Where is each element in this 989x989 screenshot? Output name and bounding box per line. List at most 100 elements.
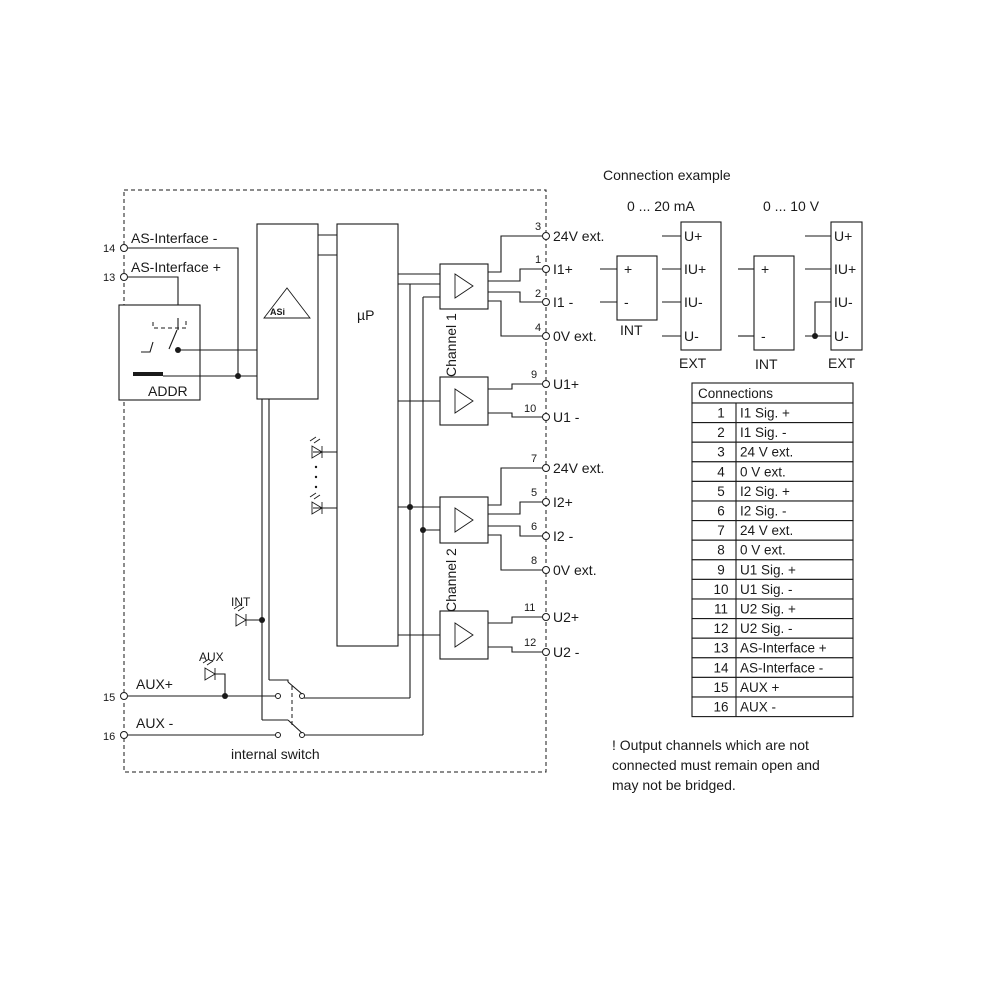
terminal-2-number: 2 [535, 288, 541, 300]
terminal-12 [542, 648, 550, 656]
terminal-2 [542, 298, 550, 306]
output-terminals: 3 24V ext. 1 I1+ 2 I1 - 4 0V ext. 9 U1+ … [488, 221, 604, 660]
amplifier-block [439, 263, 489, 310]
aux-plus-label: AUX+ [136, 676, 173, 692]
note-line: connected must remain open and [612, 757, 820, 773]
connections-table-pin: 13 [713, 641, 728, 656]
connections-table-pin: 15 [713, 680, 728, 695]
terminal-12-number: 12 [524, 637, 536, 649]
int-box [753, 255, 795, 351]
terminal-2-label: I1 - [553, 294, 574, 310]
terminal-4-number: 4 [535, 322, 541, 334]
terminal-5-label: I2+ [553, 494, 573, 510]
ext-pin-label: U+ [684, 228, 702, 244]
terminal-11-number: 11 [524, 602, 535, 614]
connections-table-function: I2 Sig. - [740, 504, 787, 519]
microprocessor-label: µP [357, 307, 374, 323]
microprocessor-block: µP [309, 223, 399, 647]
led-icon [309, 436, 323, 459]
terminal-7-number: 7 [531, 453, 537, 465]
amplifier-block [439, 496, 489, 544]
connection-example: Connection example 0 ... 20 mA 0 ... 10 … [600, 167, 863, 372]
terminal-6 [542, 532, 550, 540]
connections-table-function: 0 V ext. [740, 543, 786, 558]
connections-table-pin: 2 [717, 425, 725, 440]
ext-pin-label: U+ [834, 228, 852, 244]
terminal-8-number: 8 [531, 555, 537, 567]
int-led-label: INT [231, 595, 251, 609]
int-plus-label: + [761, 261, 769, 277]
terminal-9 [542, 380, 550, 388]
connection-example-title: Connection example [603, 167, 731, 183]
terminal-4-label: 0V ext. [553, 328, 597, 344]
terminal-6-label: I2 - [553, 528, 574, 544]
terminal-3 [542, 232, 550, 240]
int-label: INT [620, 322, 643, 338]
terminal-3-label: 24V ext. [553, 228, 604, 244]
terminal-16-number: 16 [103, 731, 115, 743]
int-label: INT [755, 356, 778, 372]
channel-amplifiers: Channel 1 Channel 2 [398, 263, 489, 735]
internal-switch-icon [262, 679, 305, 738]
terminal-7-label: 24V ext. [553, 460, 604, 476]
terminal-10-number: 10 [524, 403, 536, 415]
terminal-10 [542, 413, 550, 421]
connections-table-pin: 6 [717, 504, 725, 519]
connections-table-pin: 11 [714, 602, 728, 617]
connections-table-function: AUX + [740, 680, 780, 695]
int-box [616, 255, 658, 321]
channel-1-label: Channel 1 [443, 313, 459, 377]
terminal-4 [542, 332, 550, 340]
connections-table-pin: 16 [713, 700, 728, 715]
terminal-8 [542, 566, 550, 574]
connections-table-pin: 4 [717, 464, 725, 479]
svg-text:ASi: ASi [270, 307, 285, 317]
range-voltage-label: 0 ... 10 V [763, 198, 820, 214]
connections-table-row [691, 696, 854, 718]
range-current-label: 0 ... 20 mA [627, 198, 695, 214]
terminal-15 [120, 692, 128, 700]
ext-pin-label: IU- [684, 294, 703, 310]
terminal-5-number: 5 [531, 487, 537, 499]
connections-table-function: U1 Sig. + [740, 562, 796, 577]
ext-label: EXT [828, 355, 856, 371]
connections-table-function: U2 Sig. + [740, 602, 796, 617]
as-interface-minus-label: AS-Interface - [131, 230, 218, 246]
note: ! Output channels which are not connecte… [612, 737, 820, 793]
note-line: may not be bridged. [612, 777, 736, 793]
int-minus-label: - [761, 328, 766, 344]
terminal-15-number: 15 [103, 692, 115, 704]
connections-table-function: I1 Sig. + [740, 406, 790, 421]
connections-table-function: 24 V ext. [740, 445, 793, 460]
as-interface-plus-label: AS-Interface + [131, 259, 221, 275]
connections-table-pin: 12 [713, 621, 728, 636]
terminal-1-number: 1 [535, 254, 541, 266]
connections-table-function: 0 V ext. [740, 464, 786, 479]
terminal-10-label: U1 - [553, 409, 580, 425]
ext-pin-label: IU- [834, 294, 853, 310]
addr-jack-icon [133, 372, 163, 376]
aux-led-label: AUX [199, 650, 224, 664]
ext-pin-label: U- [684, 328, 699, 344]
connections-table-function: I1 Sig. - [740, 425, 787, 440]
terminal-16 [120, 731, 128, 739]
terminal-9-label: U1+ [553, 376, 579, 392]
led-icon [309, 492, 323, 515]
connections-table-function: AUX - [740, 700, 776, 715]
ext-pin-label: U- [834, 328, 849, 344]
terminal-11-label: U2+ [553, 609, 579, 625]
terminal-13-number: 13 [103, 272, 115, 284]
connections-table-function: U1 Sig. - [740, 582, 793, 597]
int-plus-label: + [624, 261, 632, 277]
asi-chip-block: ASi [256, 223, 319, 400]
internal-switch-label: internal switch [231, 746, 320, 762]
as-interface-logo-icon: ASi [263, 287, 311, 319]
connections-table-function: AS-Interface - [740, 660, 823, 675]
terminal-8-label: 0V ext. [553, 562, 597, 578]
connections-table-pin: 3 [717, 445, 725, 460]
int-minus-label: - [624, 294, 629, 310]
amplifier-block [439, 376, 489, 426]
addr-label: ADDR [148, 383, 188, 399]
